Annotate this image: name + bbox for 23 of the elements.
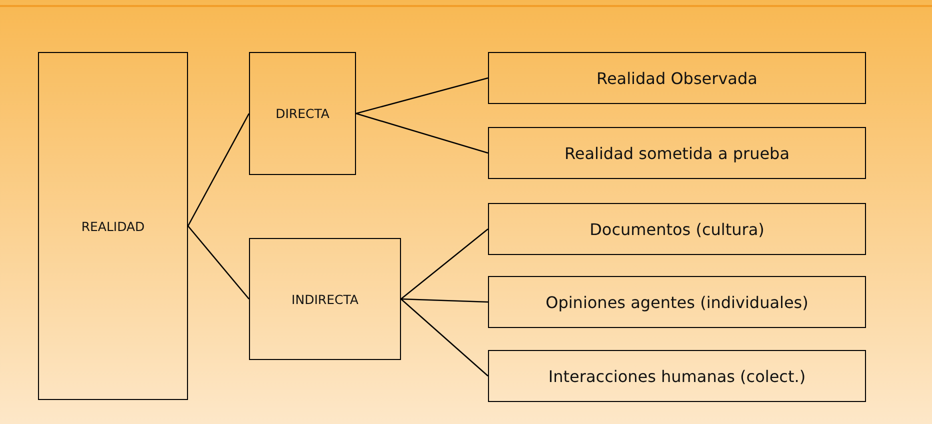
category-box [38, 52, 188, 400]
box-label: REALIDAD [81, 218, 145, 234]
connector-line [400, 298, 488, 303]
category-box [488, 52, 866, 104]
category-box [488, 276, 866, 328]
category-box [488, 203, 866, 255]
connector-line [188, 226, 250, 300]
category-box [488, 127, 866, 179]
box-label: DIRECTA [276, 106, 330, 121]
box-label: INDIRECTA [292, 292, 358, 306]
category-box [488, 350, 866, 402]
connector-line [400, 298, 488, 376]
box-label: Realidad Observada [596, 68, 758, 88]
connector-line [356, 112, 488, 154]
box-label: Interacciones humanas (colect.) [548, 366, 806, 386]
box-label: Opiniones agentes (individuales) [546, 292, 808, 312]
connector-line [356, 77, 488, 114]
category-box [249, 52, 356, 175]
connector-line [400, 228, 488, 300]
category-box [249, 238, 401, 360]
connector-line [187, 113, 250, 226]
box-label: Realidad sometida a prueba [564, 144, 790, 162]
box-label: Documentos (cultura) [590, 220, 764, 238]
